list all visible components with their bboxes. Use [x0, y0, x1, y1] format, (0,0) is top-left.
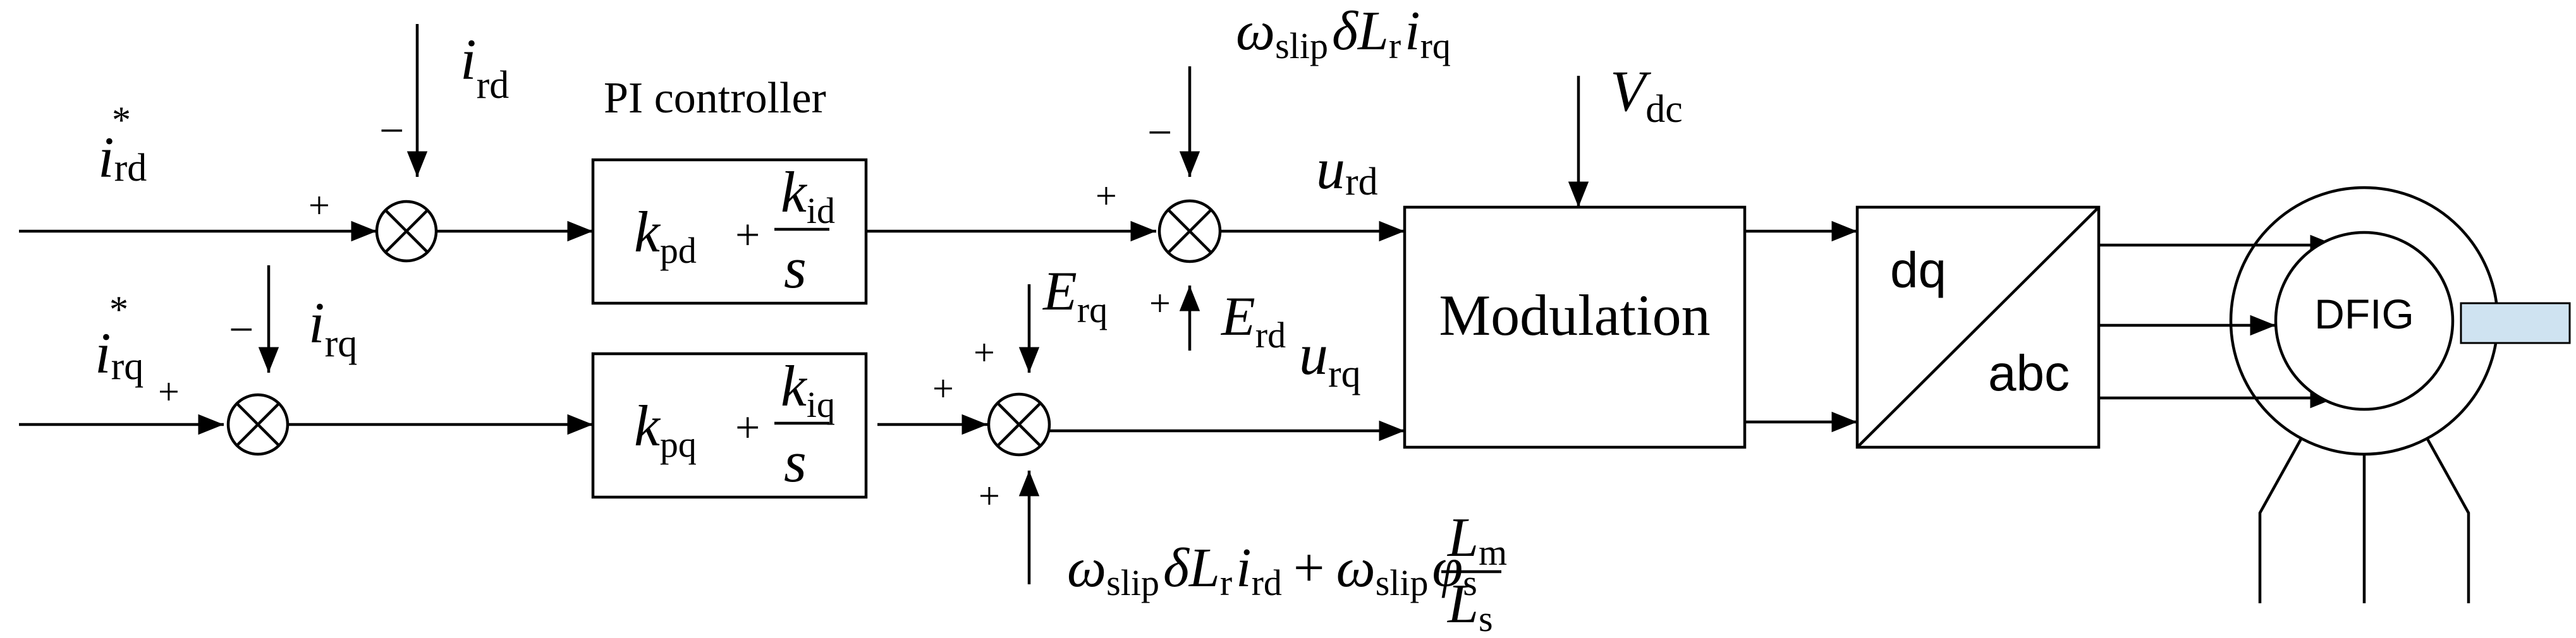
modulation-block: [1403, 205, 1747, 449]
dq-label: dq: [1890, 242, 1946, 298]
sum2-minus-sign: −: [229, 306, 253, 354]
u-rq-label: urq: [1299, 322, 1361, 395]
sum4-plus-sign-bottom: +: [979, 475, 1000, 517]
i-rq-feedback-label: irq: [308, 291, 357, 365]
summing-junction-d-voltage: [1157, 199, 1222, 263]
sum1-plus-sign: +: [308, 184, 330, 226]
dfig-shaft: [2460, 302, 2571, 344]
pi-controller-label: PI controller: [604, 74, 826, 123]
summing-junction-q-voltage: [987, 392, 1051, 457]
i-rd-ref-star: *: [112, 99, 131, 141]
pi-d-kp: kpd: [634, 200, 697, 271]
modulation-label: Modulation: [1439, 283, 1710, 347]
pi-q-ki: kiq: [781, 354, 835, 425]
sum1-minus-sign: −: [379, 107, 404, 155]
e-rq-label: Erq: [1042, 261, 1108, 330]
sum4-plus-sign-left: +: [932, 368, 954, 409]
pi-q-kp: kpq: [634, 394, 697, 465]
sum3-plus-sign-left: +: [1096, 175, 1117, 217]
pi-q-plus: +: [735, 404, 760, 452]
summing-junction-d-current: [375, 200, 438, 263]
u-rd-label: urd: [1316, 136, 1378, 203]
dfig-label: DFIG: [2314, 291, 2414, 337]
sum3-plus-sign-bottom: +: [1149, 282, 1171, 324]
i-rq-ref-star: *: [109, 289, 128, 330]
summing-junction-q-current: [226, 393, 290, 456]
feedforward-q-expression: ωslipδLrird+ωslipφs: [1067, 538, 1477, 603]
stator-terminal-left: [2258, 438, 2302, 603]
feedforward-q-ls: Ls: [1446, 574, 1493, 638]
dfig-rotor-circle: [2274, 231, 2455, 411]
feedforward-d-expression: ωslipδLrirq: [1236, 1, 1451, 66]
stator-terminal-right: [2426, 438, 2470, 603]
v-dc-label: Vdc: [1610, 59, 1683, 131]
pi-d-plus: +: [735, 211, 760, 260]
pi-controller-q-block: [591, 352, 868, 499]
i-rd-ref-label: ird: [98, 125, 147, 190]
pi-d-s: s: [784, 236, 807, 300]
abc-label: abc: [1988, 345, 2070, 401]
i-rq-ref-label: irq: [95, 321, 143, 388]
sum2-plus-sign: +: [158, 371, 180, 412]
pi-q-s: s: [784, 430, 807, 494]
sum3-minus-sign: −: [1147, 109, 1172, 157]
sum4-plus-sign-top: +: [974, 332, 995, 373]
e-rd-label: Erd: [1220, 286, 1286, 356]
pi-d-ki: kid: [781, 160, 835, 231]
feedforward-q-lm: Lm: [1446, 507, 1507, 573]
i-rd-feedback-label: ird: [460, 27, 509, 107]
dq-abc-diagonal: [1856, 206, 2100, 448]
